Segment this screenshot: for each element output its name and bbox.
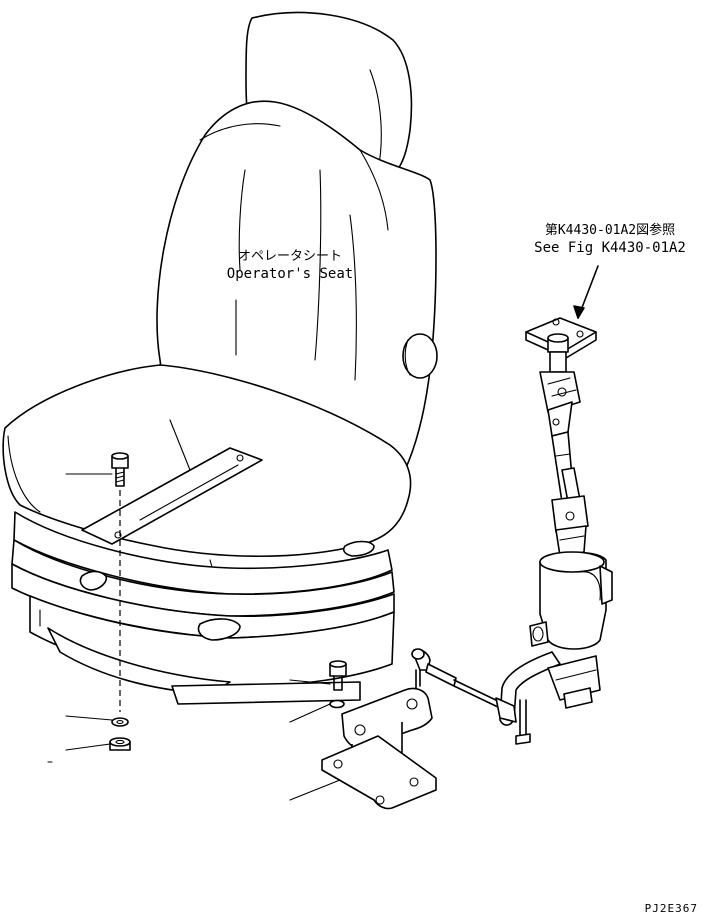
leader-bracket-washer xyxy=(289,703,331,723)
steering-column xyxy=(411,265,613,745)
leader-washer xyxy=(65,715,113,721)
bracket-washer xyxy=(329,699,345,709)
leader-nut xyxy=(65,743,111,751)
reference-label-en: See Fig K4430-01A2 xyxy=(534,240,686,256)
upper-universal-joint xyxy=(539,371,581,437)
leader-bracket xyxy=(289,779,341,801)
seat-nut xyxy=(109,737,131,751)
bracket-bolt xyxy=(329,660,347,691)
seat-bolt xyxy=(111,452,129,487)
link-rod xyxy=(411,648,517,723)
operator-seat xyxy=(2,11,438,705)
bracket-base-plate xyxy=(321,735,437,810)
reference-label-jp: 第K4430-01A2図参照 xyxy=(545,222,675,238)
leader-bracket-bolt xyxy=(289,679,331,685)
lower-universal-joint xyxy=(551,495,589,557)
bracket-top-plate xyxy=(341,687,433,750)
seat-mount-plate xyxy=(81,447,263,545)
seat-recline-knob xyxy=(402,333,438,379)
seat-fasteners xyxy=(47,452,131,763)
seat-lever-right xyxy=(197,618,241,641)
bracket-assembly xyxy=(289,660,437,810)
column-arm xyxy=(499,651,561,726)
seat-label-en: Operator's Seat xyxy=(227,266,353,282)
seat-lever-left xyxy=(79,570,108,591)
seat-washer xyxy=(111,717,129,727)
seat-label-jp: オペレータシート xyxy=(238,249,342,264)
drawing-code: PJ2E367 xyxy=(645,902,698,915)
